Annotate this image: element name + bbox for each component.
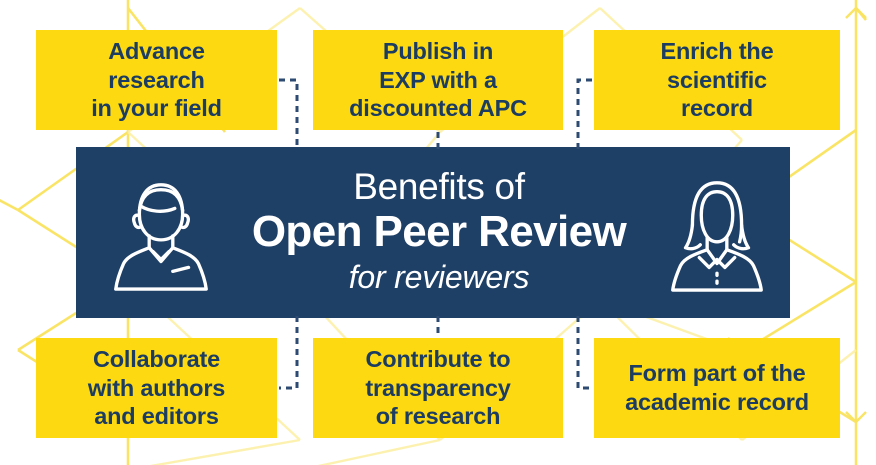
benefit-box-enrich-record[interactable]: Enrich the scientific record bbox=[594, 30, 840, 130]
benefit-line: research bbox=[108, 66, 205, 93]
benefit-line: Enrich the bbox=[660, 38, 774, 65]
benefit-box-text: Collaborate with authors and editors bbox=[88, 345, 225, 431]
benefit-line: discounted APC bbox=[349, 95, 527, 122]
benefit-line: record bbox=[681, 95, 753, 122]
benefit-box-form-part[interactable]: Form part of the academic record bbox=[594, 338, 840, 438]
panel-subtitle: for reviewers bbox=[348, 259, 530, 295]
benefit-box-publish-exp[interactable]: Publish in EXP with a discounted APC bbox=[313, 30, 563, 130]
benefit-line: academic record bbox=[625, 389, 809, 415]
benefit-line: of research bbox=[375, 403, 501, 430]
benefit-box-collaborate[interactable]: Collaborate with authors and editors bbox=[36, 338, 277, 438]
benefit-line: Advance bbox=[108, 38, 205, 65]
benefit-line: Contribute to bbox=[365, 346, 511, 373]
benefit-line: and editors bbox=[94, 403, 219, 430]
benefit-box-text: Publish in EXP with a discounted APC bbox=[349, 37, 527, 123]
panel-title-line1: Benefits of bbox=[353, 166, 525, 207]
benefit-line: Collaborate bbox=[92, 346, 221, 373]
benefit-line: Publish in bbox=[382, 38, 494, 65]
benefit-line: transparency bbox=[365, 374, 511, 401]
benefit-box-advance-research[interactable]: Advance research in your field bbox=[36, 30, 277, 130]
benefit-box-text: Advance research in your field bbox=[91, 37, 222, 123]
panel-text-block: Benefits of Open Peer Review for reviewe… bbox=[220, 168, 658, 297]
benefit-line: with authors bbox=[87, 374, 226, 401]
benefit-box-text: Contribute to transparency of research bbox=[365, 345, 510, 431]
benefit-line: EXP with a bbox=[379, 66, 497, 93]
benefit-box-contribute[interactable]: Contribute to transparency of research bbox=[313, 338, 563, 438]
benefit-line: in your field bbox=[91, 95, 222, 122]
panel-title-line2: Open Peer Review bbox=[251, 207, 627, 256]
benefit-box-text: Enrich the scientific record bbox=[661, 37, 774, 123]
benefit-line: scientific bbox=[667, 66, 767, 93]
benefit-line: Form part of the bbox=[628, 360, 806, 387]
center-panel: Benefits of Open Peer Review for reviewe… bbox=[76, 147, 790, 318]
male-reviewer-icon bbox=[114, 182, 208, 291]
female-reviewer-icon bbox=[671, 180, 763, 292]
benefit-box-text: Form part of the academic record bbox=[625, 359, 809, 416]
